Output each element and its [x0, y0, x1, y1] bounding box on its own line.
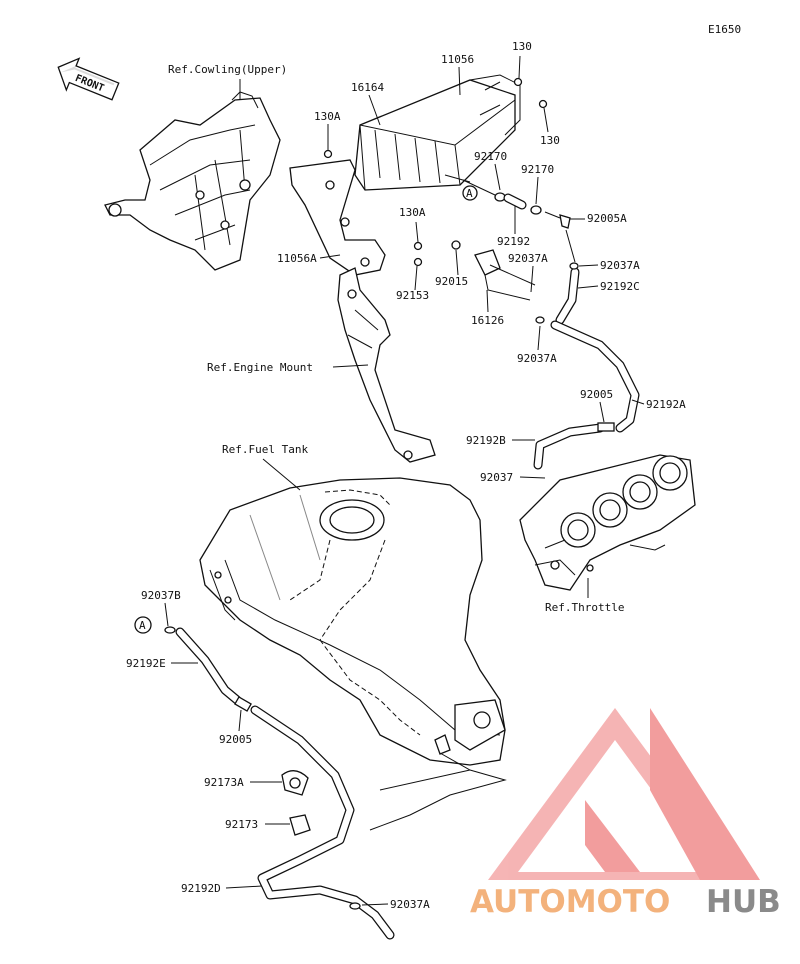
label-92192C: 92192C	[600, 280, 640, 293]
valve-16126	[474, 249, 536, 313]
clamp-92173	[289, 814, 311, 836]
label-92005-left: 92005	[219, 733, 252, 746]
canister-16164: A	[354, 74, 521, 201]
label-92192D: 92192D	[181, 882, 221, 895]
label-92170-a: 92170	[474, 150, 507, 163]
joint-92005-left	[234, 696, 252, 712]
hose-92192D	[250, 705, 395, 940]
label-11056: 11056	[441, 53, 474, 66]
front-arrow-icon: FRONT	[57, 57, 120, 101]
ref-engine-mount-label: Ref.Engine Mount	[207, 361, 313, 374]
label-16164: 16164	[351, 81, 384, 94]
ref-fuel-tank-label: Ref.Fuel Tank	[222, 443, 308, 456]
label-92037A-1: 92037A	[508, 252, 548, 265]
hose-92192	[462, 179, 576, 263]
ref-cowling-label: Ref.Cowling(Upper)	[168, 63, 287, 76]
bracket-11056A	[289, 159, 386, 276]
label-92037A-2: 92037A	[517, 352, 557, 365]
label-130-right: 130	[540, 134, 560, 147]
callout-a-top	[462, 185, 478, 201]
clamp-92173A	[281, 770, 309, 796]
label-92153: 92153	[396, 289, 429, 302]
callout-a-bottom-label: A	[139, 619, 146, 632]
label-92037A-r: 92037A	[600, 259, 640, 272]
label-16126: 16126	[471, 314, 504, 327]
part-labels: 11056 130 16164 130A 130 92170 92170 921…	[126, 40, 686, 911]
callout-a-bottom	[134, 616, 152, 634]
label-92192E: 92192E	[126, 657, 166, 670]
fuel-tank: Ref.Fuel Tank	[199, 443, 507, 831]
label-92015: 92015	[435, 275, 468, 288]
label-130A-top: 130A	[314, 110, 341, 123]
label-92170-b: 92170	[521, 163, 554, 176]
label-11056A: 11056A	[277, 252, 317, 265]
watermark-text-part2: HUB	[706, 884, 781, 920]
label-92037: 92037	[480, 471, 513, 484]
label-92005-right: 92005	[580, 388, 613, 401]
label-130A-mid: 130A	[399, 206, 426, 219]
throttle-body: Ref.Throttle	[519, 454, 696, 614]
label-92037B: 92037B	[141, 589, 181, 602]
diagram-code: E1650	[708, 23, 741, 36]
engine-mount: Ref.Engine Mount	[207, 267, 436, 463]
callout-a-top-label: A	[466, 187, 473, 200]
label-130-top: 130	[512, 40, 532, 53]
ref-throttle-label: Ref.Throttle	[545, 601, 624, 614]
watermark-logo	[488, 708, 760, 880]
cowling-bracket: Ref.Cowling(Upper)	[104, 63, 287, 271]
label-92192B: 92192B	[466, 434, 506, 447]
watermark-text-part1: AUTOMOTO	[470, 884, 670, 920]
label-92037A-bottom: 92037A	[390, 898, 430, 911]
joint-92005-right	[597, 422, 615, 432]
watermark-text: AUTOMOTO HUB	[470, 884, 781, 920]
bolts	[323, 55, 549, 291]
label-92173A: 92173A	[204, 776, 244, 789]
label-92192A: 92192A	[646, 398, 686, 411]
label-92192: 92192	[497, 235, 530, 248]
label-92173: 92173	[225, 818, 258, 831]
label-92005A: 92005A	[587, 212, 627, 225]
